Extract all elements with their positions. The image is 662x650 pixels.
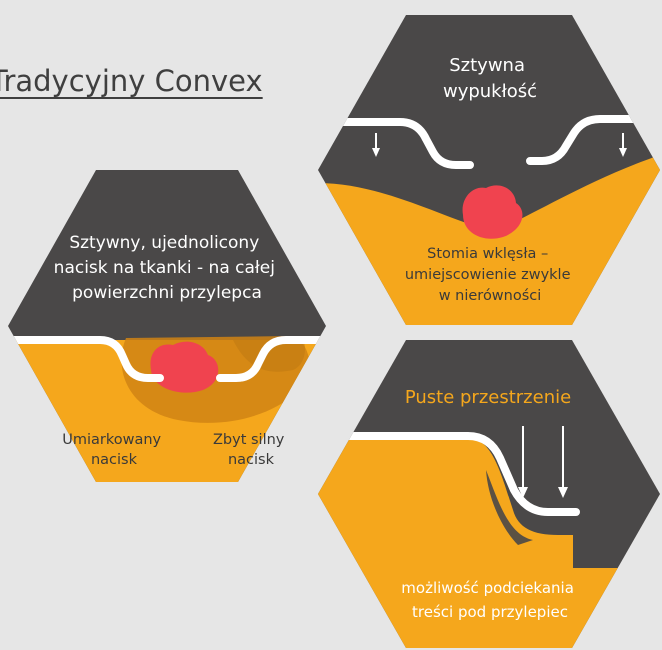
- stoma-shape: [462, 185, 523, 239]
- panel-heading: Puste przestrzenie: [405, 387, 571, 408]
- panel-heading: Sztywny, ujednolicony nacisk na tkanki -…: [54, 233, 281, 303]
- arrow-down-icon: [558, 426, 568, 498]
- stoma-shape: [150, 341, 219, 393]
- pressure-shadow-small: [233, 338, 305, 372]
- void-shadow: [486, 470, 533, 545]
- hex-panel-uniform-pressure: Sztywny, ujednolicony nacisk na tkanki -…: [8, 170, 326, 482]
- wafer-left: [318, 118, 474, 169]
- skin-surface: [318, 155, 660, 325]
- wafer-left: [8, 336, 164, 382]
- hex-panel-empty-spaces: Puste przestrzenie możliwość podciekania…: [318, 340, 660, 648]
- arrow-down-icon: [619, 133, 627, 157]
- label-excessive-pressure: Zbyt silny nacisk: [213, 432, 289, 468]
- label-moderate-pressure: Umiarkowany nacisk: [62, 432, 166, 468]
- wafer-right: [526, 115, 660, 165]
- panel-heading: Sztywna wypukłość: [443, 55, 537, 102]
- panel-caption: możliwość podciekania treści pod przylep…: [401, 579, 578, 621]
- skin-surface: [318, 440, 660, 648]
- arrow-down-icon: [518, 426, 528, 498]
- panel-caption: Stomia wklęsła – umiejscowienie zwykle w…: [405, 246, 575, 304]
- hex-panel-rigid-convex: Sztywna wypukłość Stomia wklęsła – umiej…: [318, 15, 660, 325]
- page-title: Tradycyjny Convex: [0, 64, 263, 98]
- arrow-down-icon: [372, 133, 380, 157]
- wafer-right: [216, 336, 326, 382]
- wafer: [318, 432, 580, 516]
